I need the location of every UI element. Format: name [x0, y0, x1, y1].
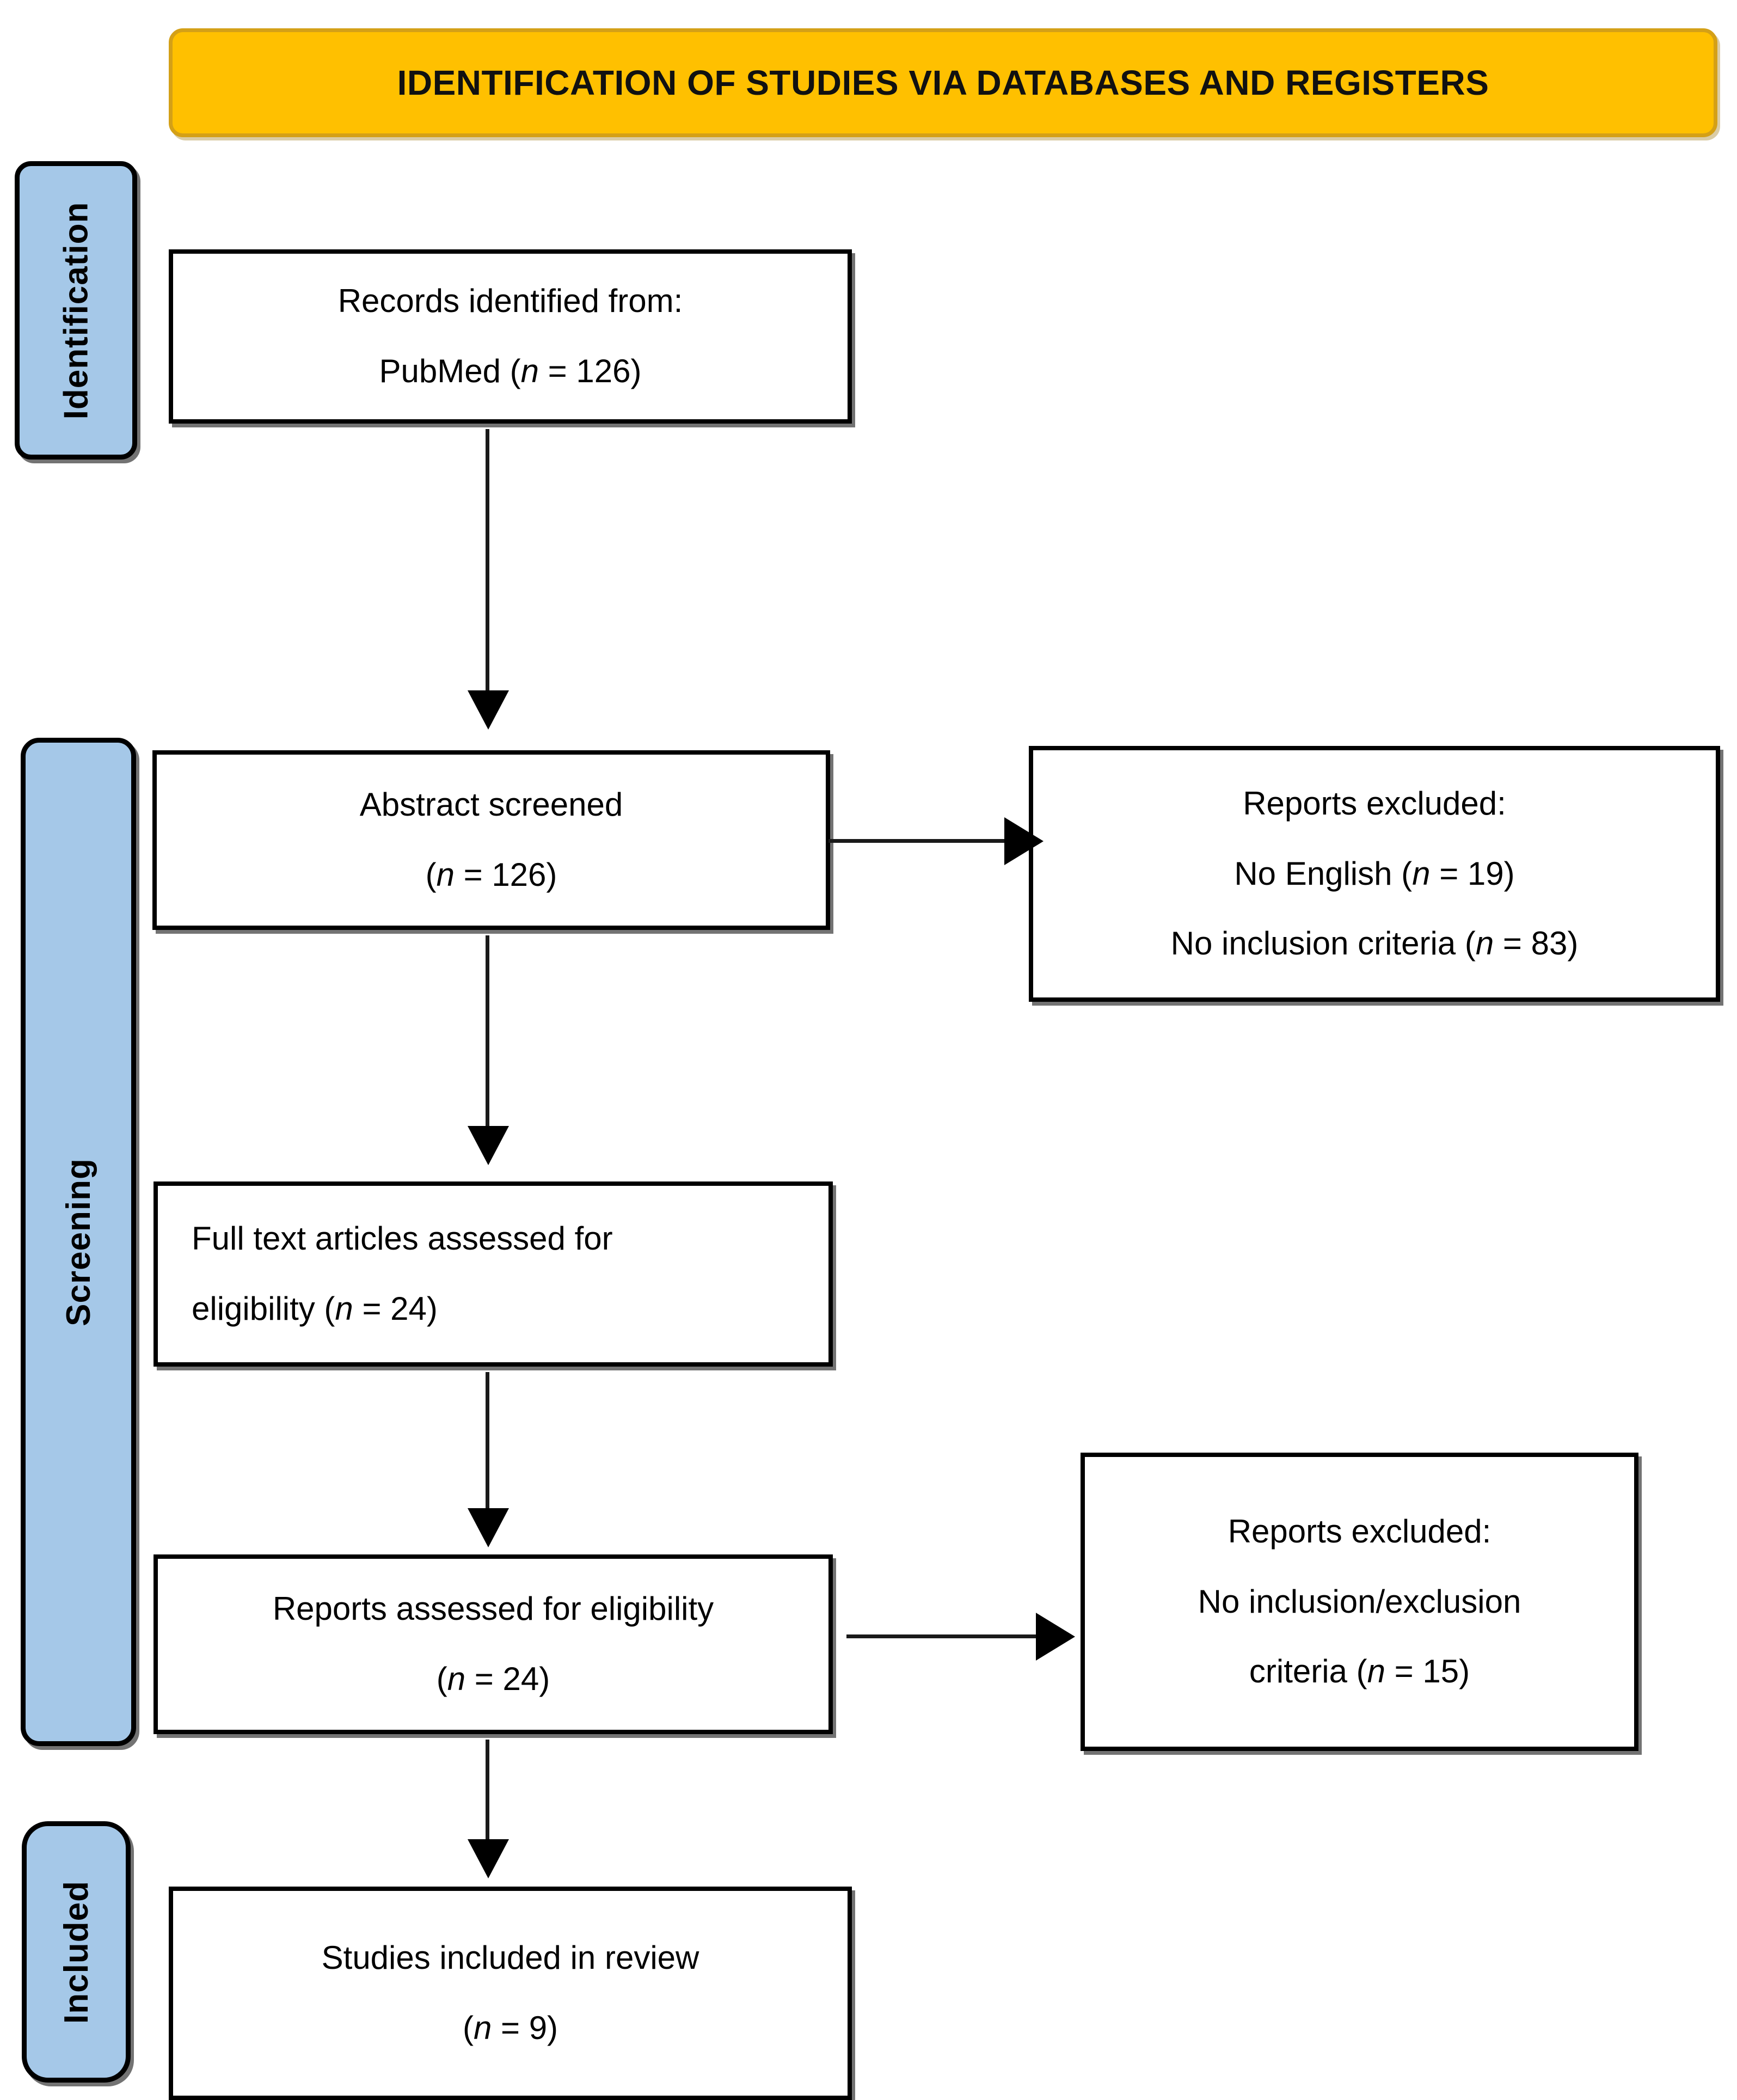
arrow-right-icon	[1004, 817, 1044, 865]
node-line: Full text articles assessed for	[192, 1220, 613, 1257]
diagram-title: IDENTIFICATION OF STUDIES VIA DATABASES …	[397, 63, 1489, 102]
connector-line-identified-to-abstract	[486, 429, 489, 701]
stage-label-included: Included	[22, 1821, 131, 2083]
node-line: PubMed (n = 126)	[379, 353, 642, 389]
arrow-down-icon	[468, 1839, 509, 1878]
node-line: (n = 9)	[462, 2010, 558, 2046]
node-line: Studies included in review	[321, 1939, 699, 1976]
node-studies-included: Studies included in review (n = 9)	[169, 1887, 852, 2100]
connector-line-reports-to-excluded2	[846, 1634, 1040, 1638]
diagram-header-banner: IDENTIFICATION OF STUDIES VIA DATABASES …	[169, 28, 1717, 137]
arrow-down-icon	[468, 1508, 509, 1547]
arrow-down-icon	[468, 690, 509, 730]
stage-label-text: Screening	[59, 1158, 97, 1326]
stage-label-identification: Identification	[15, 161, 137, 460]
connector-line-abstract-to-fulltext	[486, 935, 489, 1137]
node-line: eligibility (n = 24)	[192, 1290, 438, 1327]
node-line: (n = 126)	[425, 856, 557, 893]
arrow-down-icon	[468, 1126, 509, 1165]
node-line: Reports excluded:	[1243, 785, 1506, 822]
node-line: No English (n = 19)	[1234, 855, 1515, 892]
node-line: No inclusion criteria (n = 83)	[1170, 925, 1579, 962]
node-reports-assessed: Reports assessed for eligibility (n = 24…	[154, 1554, 833, 1734]
node-reports-excluded-screening: Reports excluded: No English (n = 19) No…	[1029, 746, 1720, 1002]
connector-line-reports-to-included	[486, 1740, 489, 1851]
connector-line-abstract-to-excluded1	[828, 839, 1008, 843]
arrow-right-icon	[1036, 1613, 1075, 1661]
node-reports-excluded-eligibility: Reports excluded: No inclusion/exclusion…	[1081, 1453, 1638, 1751]
node-line: Reports excluded:	[1227, 1513, 1492, 1550]
stage-label-text: Identification	[57, 201, 95, 419]
node-abstract-screened: Abstract screened (n = 126)	[152, 750, 830, 930]
node-records-identified: Records identified from: PubMed (n = 126…	[169, 249, 852, 424]
node-line: (n = 24)	[436, 1661, 550, 1697]
connector-line-fulltext-to-reports	[486, 1372, 489, 1519]
stage-label-screening: Screening	[21, 738, 136, 1746]
node-line: Records identified from:	[337, 283, 683, 320]
stage-label-text: Included	[57, 1880, 95, 2024]
node-line: No inclusion/exclusion	[1198, 1583, 1521, 1620]
node-line: Abstract screened	[359, 786, 623, 823]
node-line: criteria (n = 15)	[1249, 1653, 1470, 1690]
node-line: Reports assessed for eligibility	[272, 1590, 714, 1627]
node-full-text-assessed: Full text articles assessed for eligibil…	[154, 1181, 833, 1367]
